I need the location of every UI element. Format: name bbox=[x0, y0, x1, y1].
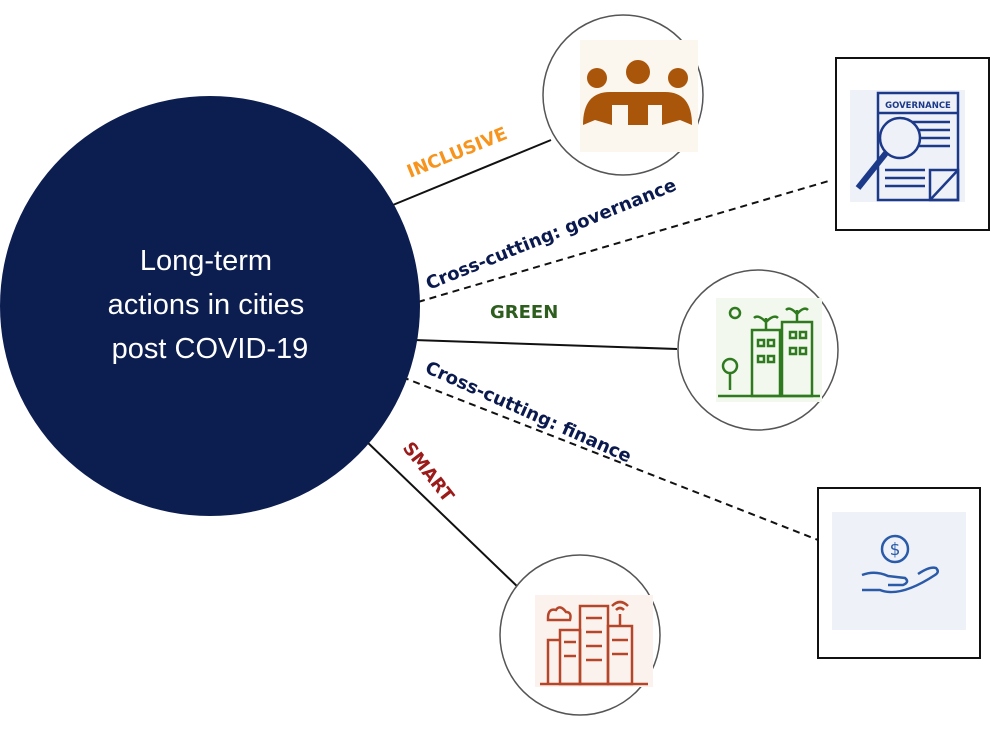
connector-inclusive bbox=[387, 139, 552, 208]
smart-building-icon bbox=[540, 600, 648, 686]
connector-smart bbox=[364, 439, 522, 591]
connector-green bbox=[413, 339, 678, 350]
label-green: GREEN bbox=[490, 302, 558, 323]
label-inclusive: INCLUSIVE bbox=[404, 123, 510, 182]
svg-text:GOVERNANCE: GOVERNANCE bbox=[885, 101, 951, 111]
governance-node: GOVERNANCE bbox=[835, 57, 990, 231]
green-buildings-icon bbox=[718, 306, 820, 398]
governance-document-magnifier-icon: GOVERNANCE bbox=[855, 91, 960, 202]
label-smart: SMART bbox=[398, 438, 458, 507]
svg-text:$: $ bbox=[890, 540, 901, 560]
connector-finance bbox=[401, 376, 819, 541]
finance-node: $ bbox=[817, 487, 981, 659]
center-title: Long-term actions in cities post COVID-1… bbox=[108, 245, 313, 365]
green-node bbox=[677, 269, 839, 431]
label-governance: Cross-cutting: governance bbox=[423, 175, 679, 295]
people-group-icon bbox=[583, 60, 692, 125]
inclusive-node bbox=[542, 14, 704, 176]
label-finance: Cross-cutting: finance bbox=[422, 357, 635, 467]
center-circle bbox=[0, 96, 420, 516]
smart-node bbox=[499, 554, 661, 716]
hand-coin-dollar-icon: $ bbox=[861, 534, 939, 594]
